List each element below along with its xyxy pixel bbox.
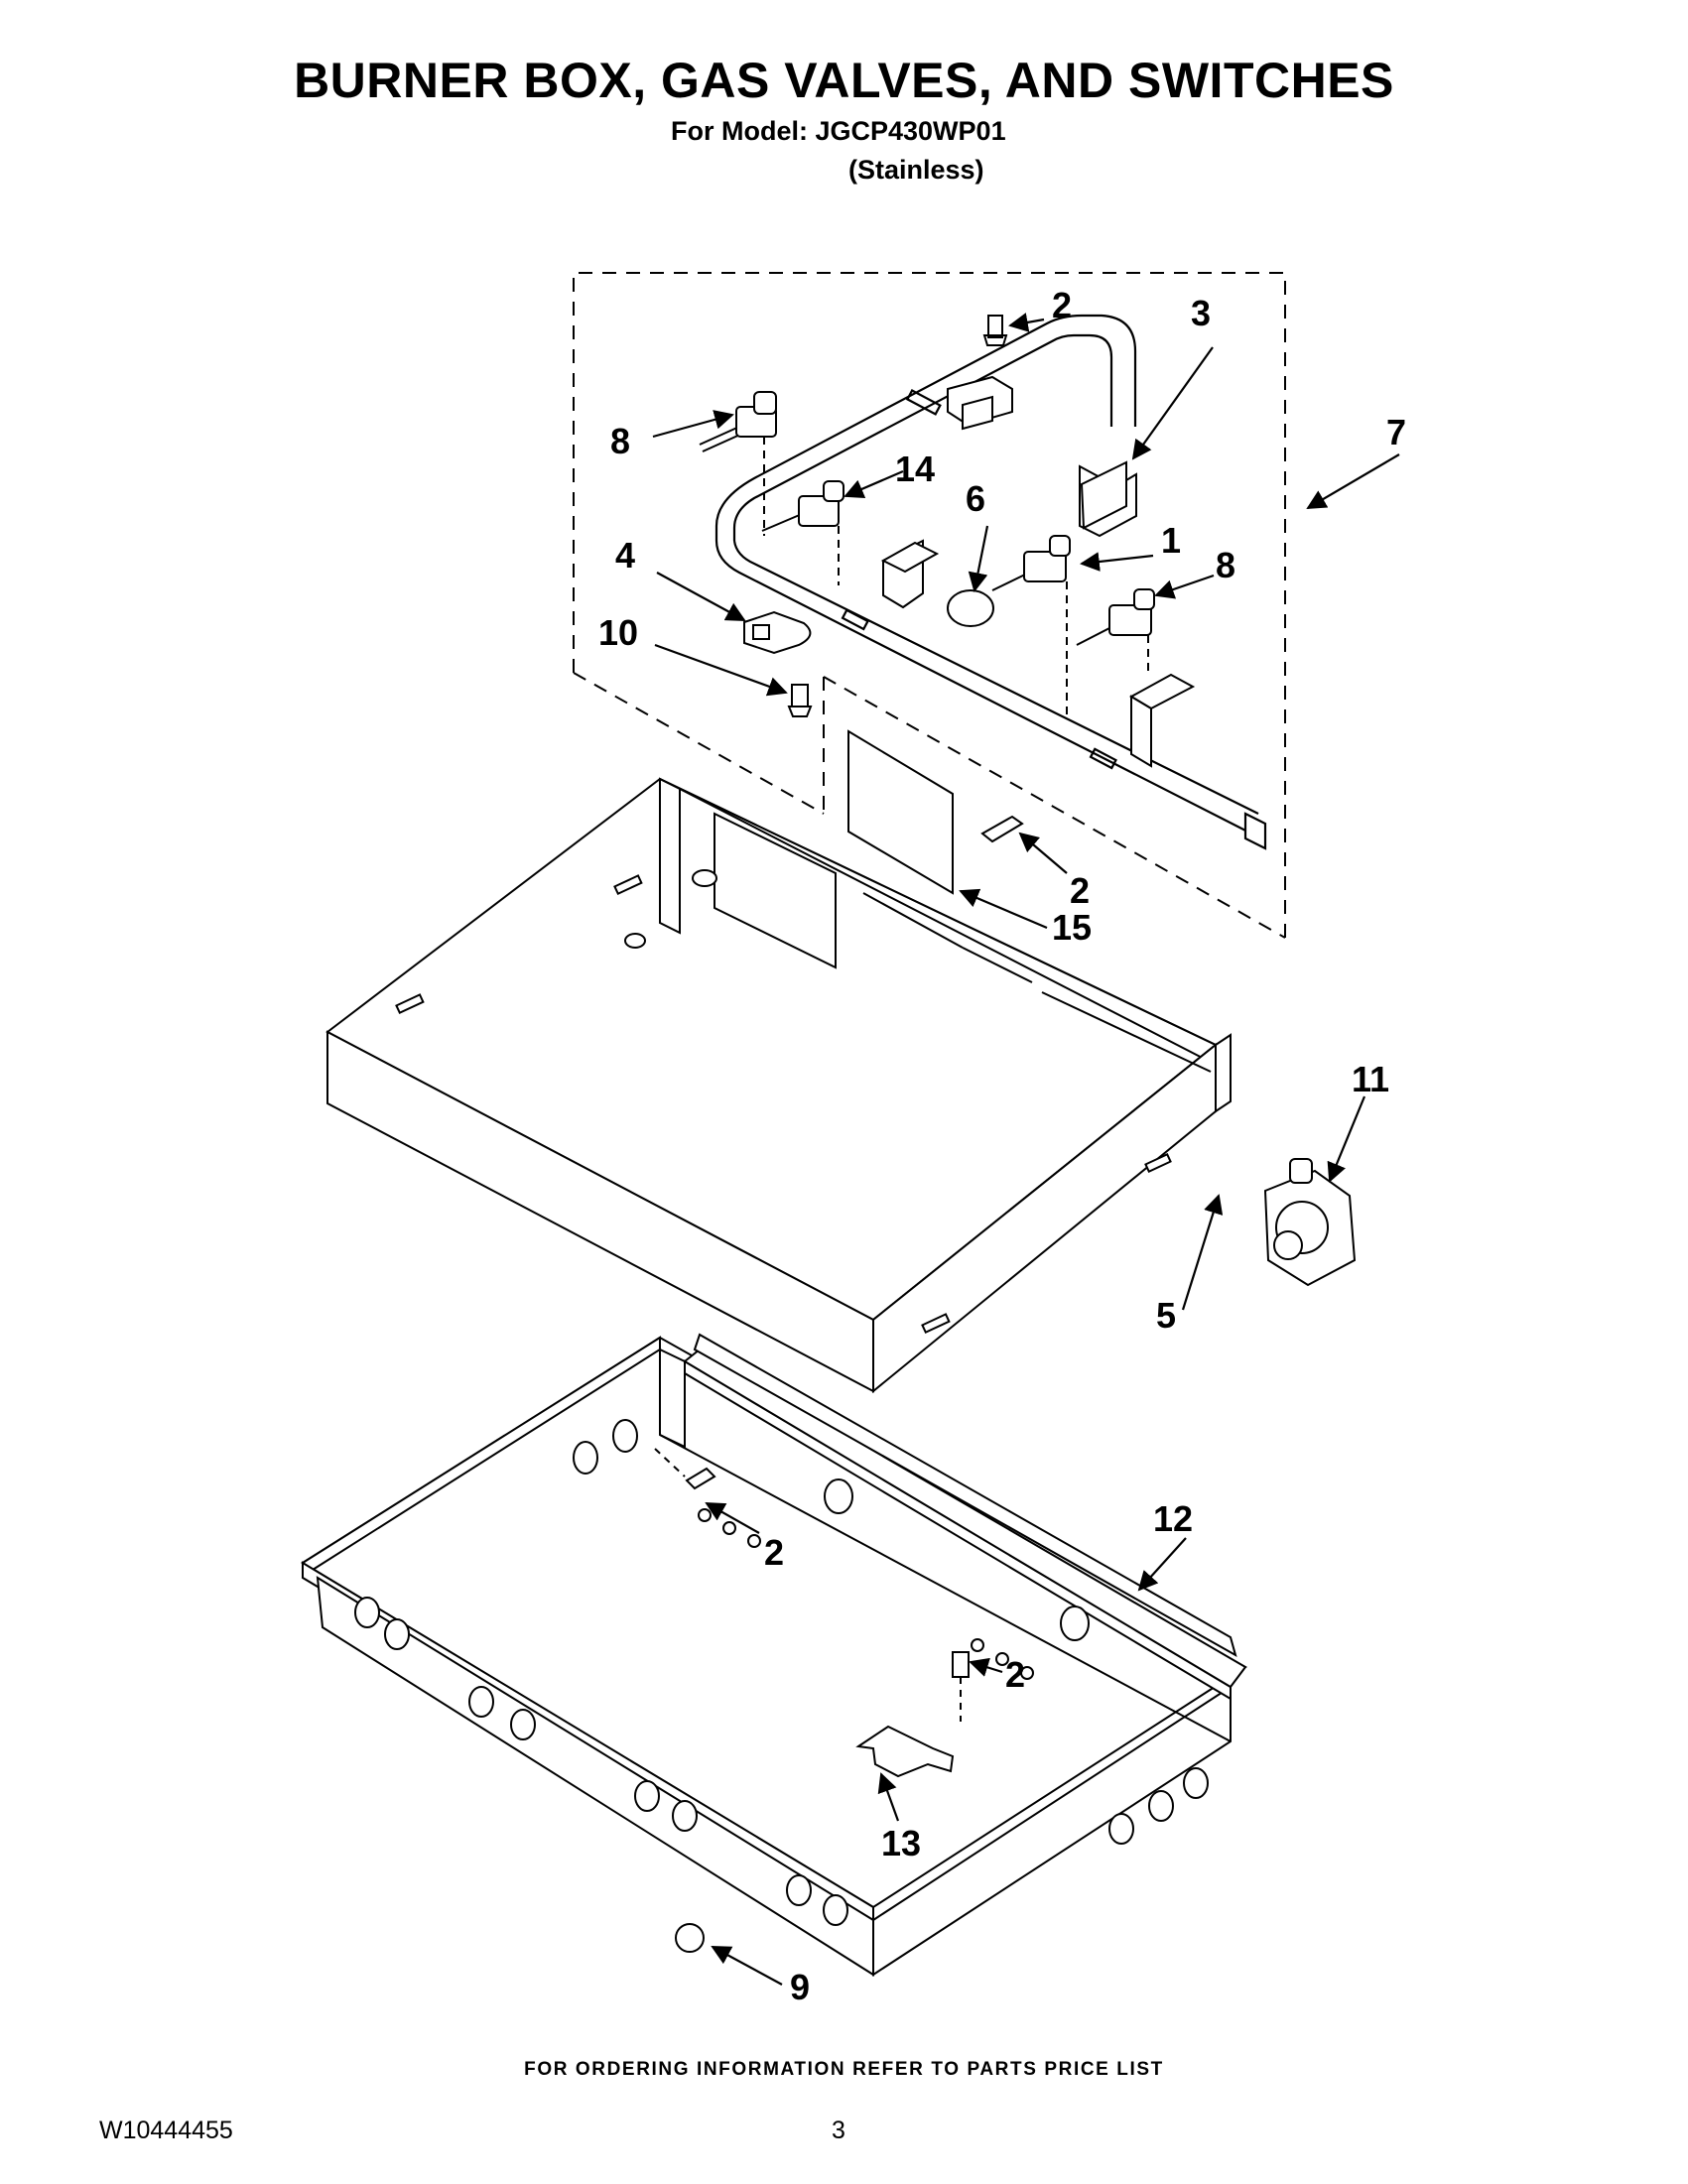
burner-box [325,777,1232,1394]
gas-valves [699,391,1155,714]
callout-15: 15 [1052,907,1092,948]
pressure-regulator [1263,1158,1357,1287]
callout-1: 1 [1161,520,1181,561]
bracket-3 [1080,460,1127,530]
callout-7: 7 [1386,412,1406,452]
callout-numbers: 2 3 8 14 7 6 1 8 4 10 2 15 11 5 12 2 2 1… [598,285,1406,2007]
screw-2-panel [980,815,1024,843]
callout-5: 5 [1156,1295,1176,1336]
gas-manifold [714,314,1267,850]
callout-11: 11 [1352,1059,1389,1099]
valve-8-upper [699,391,777,536]
callout-leaders [652,313,1400,1986]
valve-14 [761,480,844,585]
valve-8-lower [1076,588,1155,675]
disc-6 [947,589,994,627]
page-title: BURNER BOX, GAS VALVES, AND SWITCHES [294,53,1394,108]
callout-2-panel: 2 [1070,870,1090,911]
clip-4-window [752,624,770,640]
screw-2-top [982,315,1008,346]
model-line: For Model: JGCP430WP01 [671,116,1006,146]
callout-12: 12 [1153,1498,1193,1539]
screw-2-base-a [685,1467,716,1490]
model-variant: (Stainless) [848,155,984,185]
page-number: 3 [832,2117,845,2144]
callout-10: 10 [598,612,638,653]
valve-1 [991,535,1071,714]
screw-10 [791,684,809,707]
callout-13: 13 [881,1823,921,1863]
base-pan [301,1333,1247,1977]
callout-4: 4 [615,535,635,576]
ordering-note: FOR ORDERING INFORMATION REFER TO PARTS … [524,2059,1164,2080]
callout-2-base-b: 2 [1005,1654,1025,1695]
panel-15 [847,729,954,895]
valve-assembly-boundary [573,272,1286,939]
callout-6: 6 [966,478,985,519]
callout-3: 3 [1191,293,1211,333]
callout-9: 9 [790,1967,810,2007]
callout-14: 14 [895,449,935,489]
callout-8-upper: 8 [610,421,630,461]
callout-2-top: 2 [1052,285,1072,325]
document-number: W10444455 [99,2117,233,2144]
grommet-9 [675,1923,705,1953]
screw-2-base-b [952,1651,970,1678]
clip-4 [743,610,812,655]
callout-2-base-a: 2 [764,1532,784,1573]
small-parts [743,315,1127,895]
base-hardware [654,1448,970,1953]
callout-8-lower: 8 [1216,545,1235,585]
bracket-13 [855,1725,955,1778]
